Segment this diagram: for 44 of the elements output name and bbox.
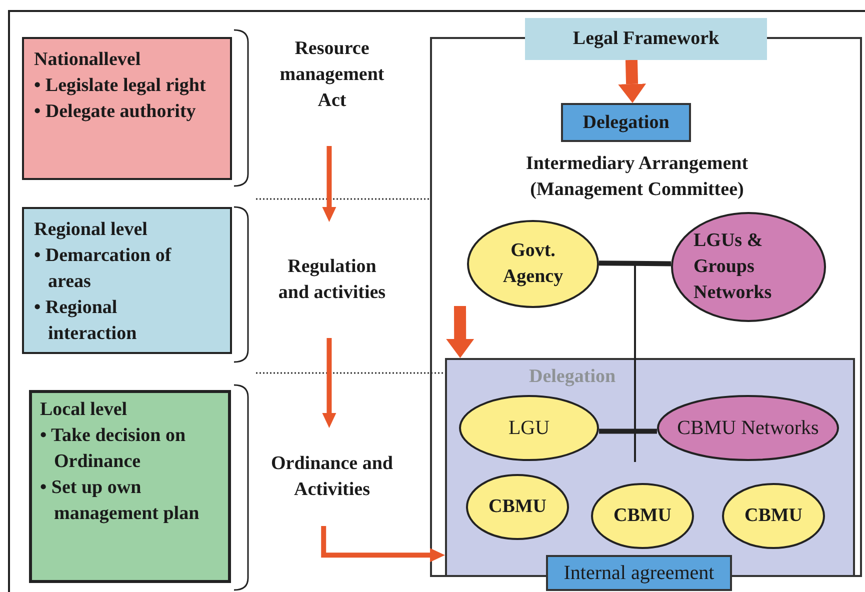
level-heading: Regional level: [34, 218, 148, 242]
unit-ellipse: [591, 483, 694, 549]
ellipse-text: Govt. Agency: [502, 239, 564, 289]
arrow: [322, 146, 336, 222]
stage-text: Resource management Act: [278, 37, 386, 113]
network-ellipse: [671, 212, 826, 322]
agreement-box: [546, 555, 732, 591]
connector-line: [598, 260, 672, 266]
level-box: [22, 207, 232, 354]
ellipse-text: LGU: [508, 416, 550, 441]
title-box: [525, 18, 767, 60]
delegation-box: [561, 103, 691, 142]
unit-ellipse: [722, 483, 825, 549]
arrow: [322, 338, 336, 428]
ellipse-text: CBMU Networks: [677, 416, 819, 441]
agency-ellipse: [467, 220, 599, 308]
level-heading: Nationallevel: [34, 48, 142, 72]
ellipse-text: CBMU: [487, 495, 548, 519]
ellipse-text: LGUs & Groups Networks: [694, 229, 773, 305]
bullet-item: • Legislate legal right: [34, 74, 207, 98]
box-text: Internal agreement: [564, 561, 714, 586]
network-ellipse: [657, 395, 839, 461]
ellipse-text: CBMU: [612, 504, 673, 528]
level-box: [22, 37, 232, 180]
stage-text: Ordinance and Activities: [271, 452, 393, 502]
bullet-item: • Regional interaction: [34, 296, 138, 346]
box-text: Legal Framework: [572, 27, 720, 51]
block-arrow: [618, 60, 646, 103]
unit-ellipse: [466, 474, 569, 540]
level-heading: Local level: [40, 398, 128, 422]
bullet-item: • Demarcation of areas: [34, 244, 172, 294]
arrow: [321, 526, 445, 562]
stage-text: Regulation and activities: [277, 255, 387, 305]
heading-text: Intermediary Arrangement (Management Committee): [524, 152, 750, 202]
bullet-item: • Take decision on Ordinance: [40, 424, 187, 474]
level-box: [29, 390, 231, 583]
box-text: Delegation: [582, 110, 670, 134]
connector-line: [599, 428, 657, 434]
ellipse-text: CBMU: [743, 504, 804, 528]
bullet-item: • Delegate authority: [34, 100, 197, 124]
unit-ellipse: [459, 395, 599, 461]
panel-heading: Delegation: [529, 365, 616, 389]
block-arrow: [446, 306, 474, 358]
bullet-item: • Set up own management plan: [40, 476, 200, 526]
